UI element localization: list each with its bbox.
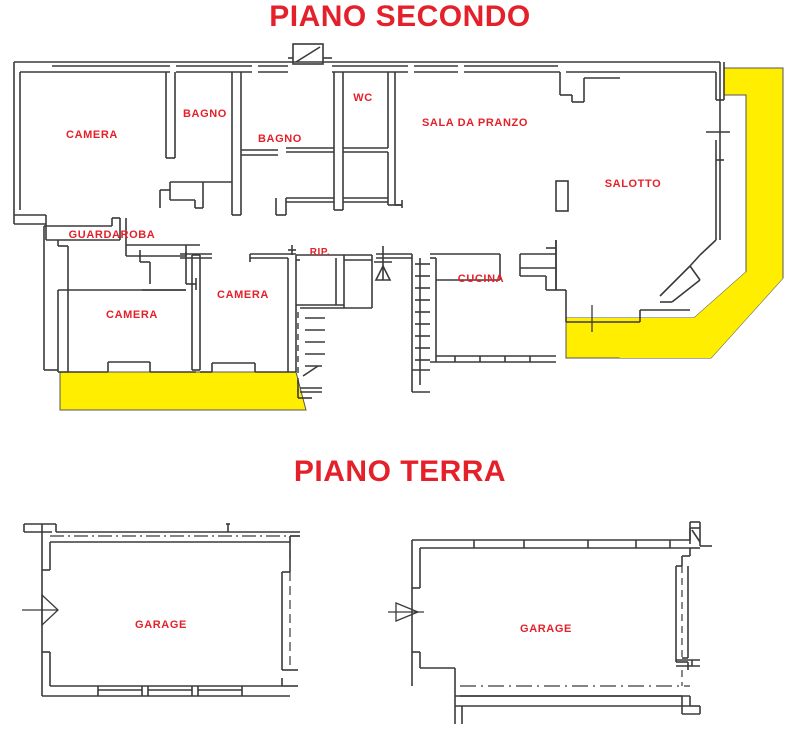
piano-terra-plan: GARAGE GARAGE [0, 500, 800, 734]
room-label-camera-3: CAMERA [217, 289, 269, 301]
piano-secondo-plan: CAMERA BAGNO BAGNO WC SALA DA PRANZO SAL… [0, 40, 800, 440]
room-label-wc: WC [353, 92, 373, 104]
piano-terra-drawing: GARAGE GARAGE [22, 521, 712, 724]
wall-linework [13, 43, 730, 399]
room-label-guardaroba: GUARDAROBA [69, 229, 156, 241]
room-label-camera-2: CAMERA [106, 309, 158, 321]
garage-left-linework [22, 523, 300, 697]
room-label-cucina: CUCINA [458, 273, 504, 285]
room-label-salotto: SALOTTO [605, 178, 662, 190]
balcony-living-fill-lower [566, 272, 783, 358]
room-label-bagno-2: BAGNO [258, 133, 302, 145]
room-label-camera-1: CAMERA [66, 129, 118, 141]
garage-labels: GARAGE GARAGE [135, 619, 572, 635]
piano-secondo-title: PIANO SECONDO [269, 0, 531, 33]
room-label-sala-da-pranzo: SALA DA PRANZO [422, 117, 528, 129]
room-labels: CAMERA BAGNO BAGNO WC SALA DA PRANZO SAL… [66, 92, 661, 321]
garage-right-linework [388, 521, 712, 724]
room-label-bagno-1: BAGNO [183, 108, 227, 120]
piano-secondo-drawing: CAMERA BAGNO BAGNO WC SALA DA PRANZO SAL… [13, 43, 784, 411]
balcony-shapes [59, 67, 784, 411]
balcony-living-fill [565, 67, 784, 359]
piano-terra-title: PIANO TERRA [293, 455, 507, 488]
room-label-garage-left: GARAGE [135, 619, 187, 631]
room-label-garage-right: GARAGE [520, 623, 572, 635]
room-label-ripostiglio: RIP. [310, 247, 331, 258]
balcony-bedrooms-fill [59, 371, 307, 411]
